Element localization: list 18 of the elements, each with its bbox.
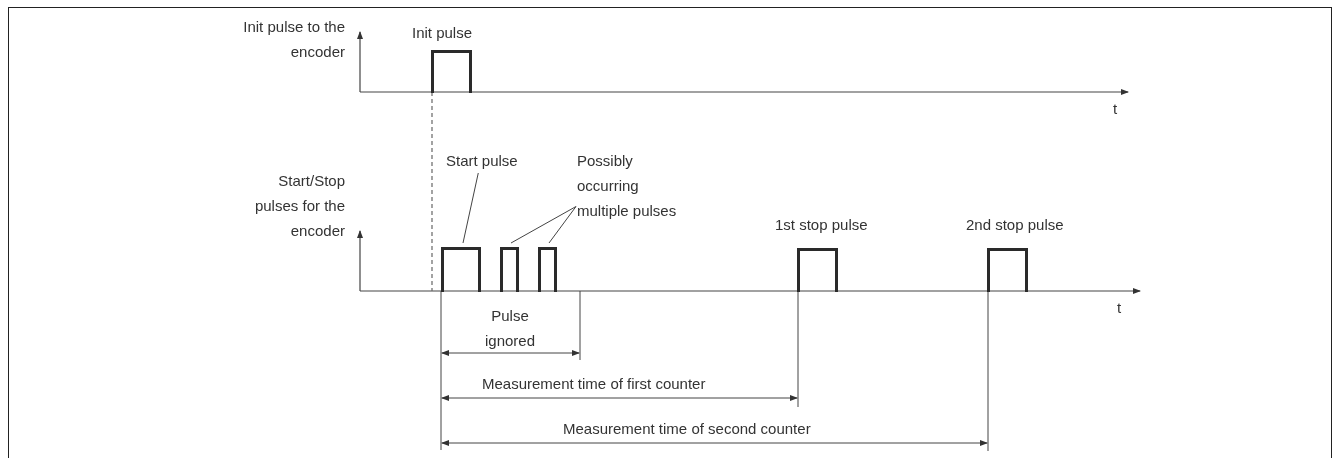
dimension-label: Measurement time of second counter [563, 419, 811, 439]
short-pulse [538, 247, 557, 292]
leader-line [462, 172, 479, 244]
dimension-label: Pulse ignored [483, 306, 536, 351]
pulse-label: 1st stop pulse [775, 215, 868, 235]
axis-label: Start/Stop pulses for the encoder [253, 171, 345, 241]
leader-line [510, 206, 577, 244]
dimension-label: Measurement time of first counter [482, 374, 706, 394]
axis-label: Init pulse to the encoder [242, 17, 345, 62]
axis-label: t [1113, 99, 1118, 119]
short-pulse [500, 247, 519, 292]
leader-line [548, 206, 577, 244]
pulse-label: Init pulse [412, 23, 473, 43]
pulse-label: 2nd stop pulse [966, 215, 1064, 235]
axis-label: t [1117, 298, 1122, 318]
start-pulse [441, 247, 481, 292]
callout-text: Start pulse [446, 151, 518, 171]
callout-text: Possibly occurring multiple pulses [577, 151, 678, 221]
